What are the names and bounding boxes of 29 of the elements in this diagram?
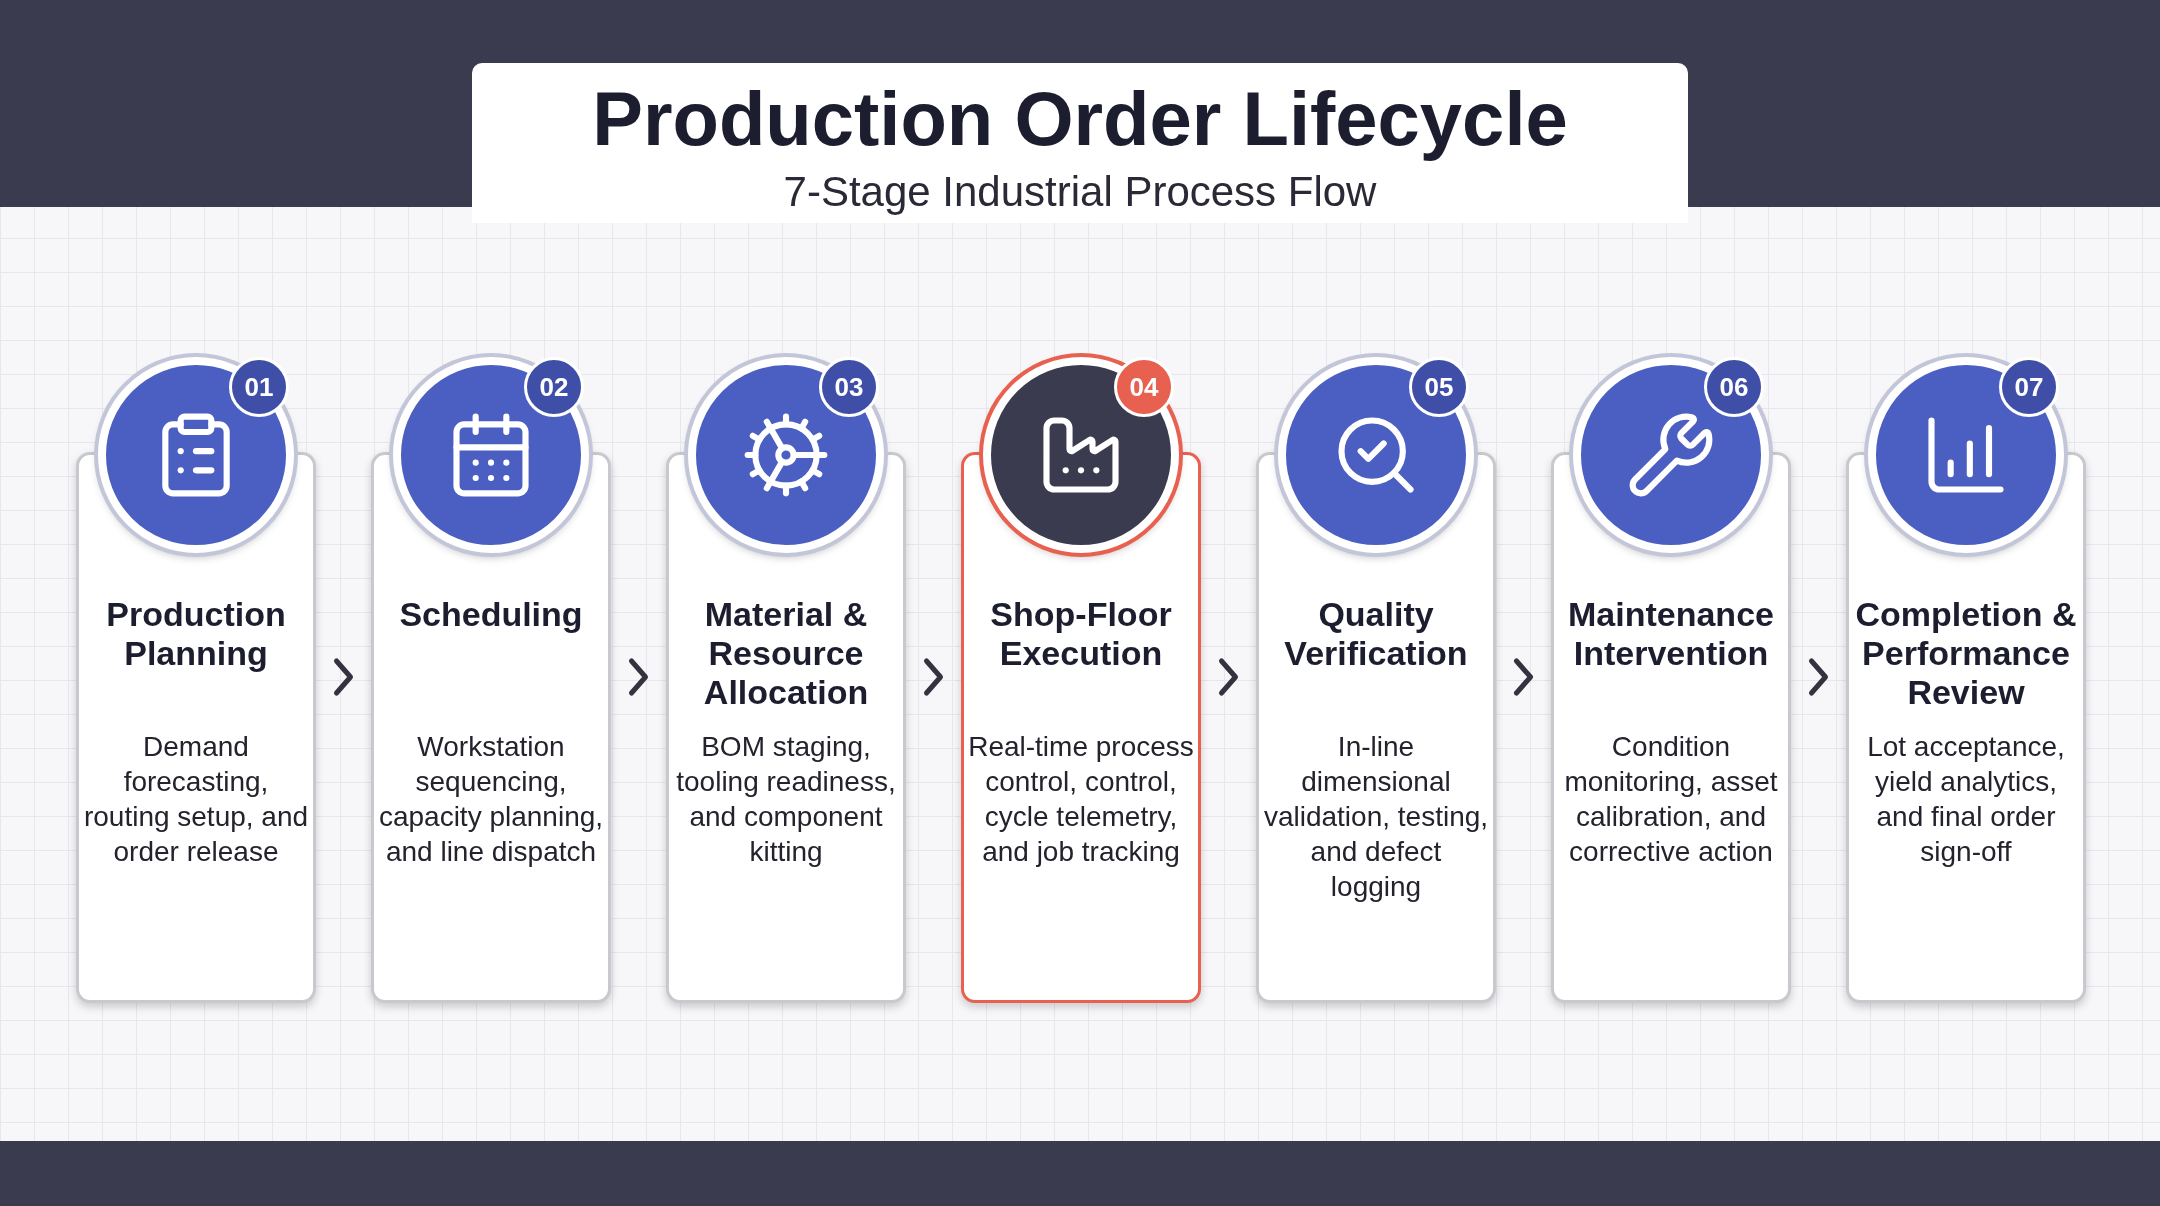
stage-description: Lot acceptance, yield analytics, and final order sign-off	[1866, 730, 2066, 869]
chevron-arrow	[1809, 658, 1828, 696]
chevron-arrow	[1514, 658, 1533, 696]
stage-title: Completion & Performance Review	[1854, 595, 2078, 713]
stage-title: Quality Verification	[1283, 595, 1469, 674]
chevron-arrow	[924, 658, 943, 696]
title: Production Order Lifecycle	[592, 75, 1568, 163]
chevron-arrow	[334, 658, 353, 696]
stage-title: Maintenance Intervention	[1567, 595, 1775, 674]
chevron-arrow	[1219, 658, 1238, 696]
stage-description: BOM staging, tooling readiness, and component kitting	[675, 730, 897, 869]
step-number: 04	[1114, 357, 1174, 417]
step-number: 06	[1704, 357, 1764, 417]
stage-description: Demand forecasting, routing setup, and order release	[83, 730, 309, 869]
chevron-arrow	[629, 658, 648, 696]
stage-description: Workstation sequencing, capacity planning, and line dispatch	[378, 730, 604, 869]
subtitle: 7-Stage Industrial Process Flow	[783, 168, 1377, 217]
stage-title: Shop-Floor Execution	[989, 595, 1173, 674]
stage-description: Condition monitoring, asset calibration, and corrective action	[1563, 730, 1779, 869]
step-number: 02	[524, 357, 584, 417]
step-number: 07	[1999, 357, 2059, 417]
step-number: 01	[229, 357, 289, 417]
stage-title: Material & Resource Allocation	[702, 595, 870, 713]
stage-description: Real-time process control, control, cycle telemetry, and job tracking	[968, 730, 1194, 869]
step-number: 05	[1409, 357, 1469, 417]
step-number: 03	[819, 357, 879, 417]
stage-description: In-line dimensional validation, testing, and defect logging	[1263, 730, 1489, 904]
stage-title: Production Planning	[105, 595, 287, 674]
stage-title: Scheduling	[398, 595, 584, 635]
